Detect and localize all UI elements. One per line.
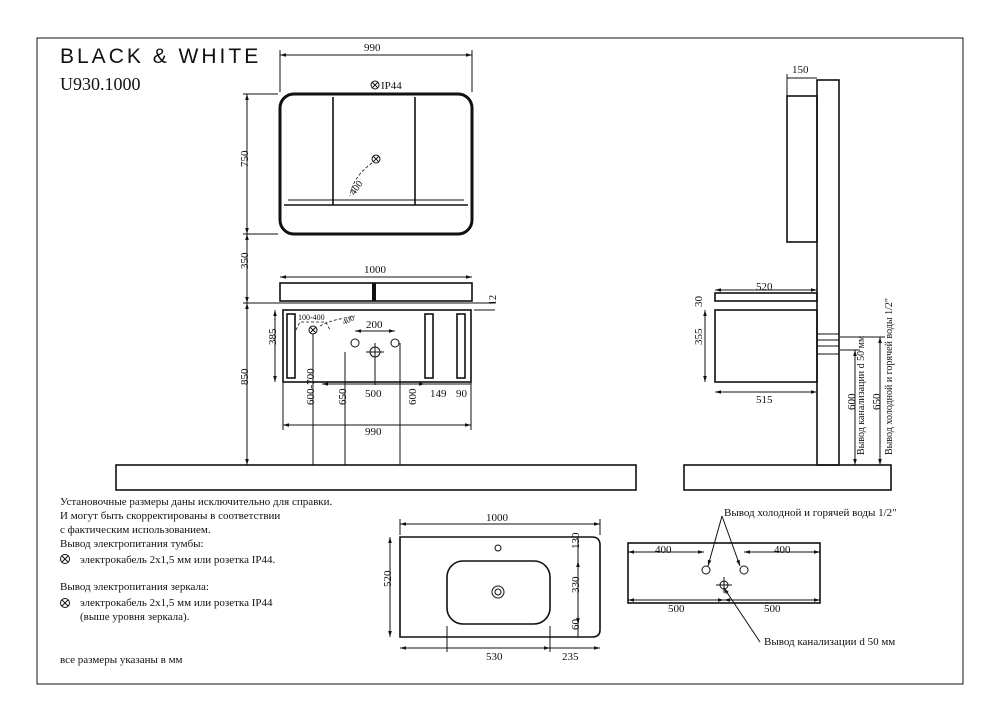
mirror-socket-icon xyxy=(371,154,381,164)
top-thickness-dim: 12 xyxy=(488,295,499,305)
top-width-dim: 1000 xyxy=(364,264,387,276)
top-view-width-dim: 1000 xyxy=(486,512,509,524)
overall-width-dim: 990 xyxy=(365,426,382,438)
wall-panel xyxy=(627,542,821,604)
basin-outline xyxy=(399,536,601,638)
side-water-height-dim: 650 xyxy=(871,393,883,410)
taps-height-dim: 600 xyxy=(407,388,419,405)
wall-left-half-dim: 500 xyxy=(668,603,685,615)
vanity-power-text: электрокабель 2х1,5 мм или розетка IP44. xyxy=(80,554,275,566)
side-drain-height-dim: 600 xyxy=(846,393,858,410)
top-view: 1000 520 130 330 60 530 235 xyxy=(382,512,601,663)
wall-hot-outlet xyxy=(739,565,749,575)
mirror-front-view: 400 IP44 990 750 xyxy=(239,42,474,236)
floor-height-dim: 850 xyxy=(239,368,251,385)
wall-connections-view: Вывод холодной и горячей воды 1/2" 400 4… xyxy=(627,507,897,648)
holes-span-dim: 500 xyxy=(365,388,382,400)
vanity-body xyxy=(282,309,472,383)
side-top-thickness-dim: 30 xyxy=(693,296,705,308)
vanity-power-title: Вывод электропитания тумбы: xyxy=(60,538,204,550)
cable-radius-label: 400 xyxy=(341,313,356,326)
drawing-frame xyxy=(36,37,964,685)
mirror-top-socket-icon xyxy=(370,80,380,90)
wall-left-offset-dim: 400 xyxy=(655,544,672,556)
wall-right-offset-dim: 400 xyxy=(774,544,791,556)
vanity-front-view: 350 1000 12 100-400 400 200 385 xyxy=(239,234,499,465)
top-view-right-offset-dim: 235 xyxy=(562,651,579,663)
gap-dim: 350 xyxy=(239,252,251,269)
mirror-power-title: Вывод электропитания зеркала: xyxy=(60,581,209,593)
wall-water-label: Вывод холодной и горячей воды 1/2" xyxy=(724,507,897,519)
note-line-1: Установочные размеры даны исключительно … xyxy=(60,496,333,508)
mirror-power-icon xyxy=(60,598,70,608)
side-water-note: Вывод холодной и горячей воды 1/2" xyxy=(884,298,895,455)
side-drain-note: Вывод канализации d 50 мм xyxy=(856,335,867,455)
bowl-width-dim: 530 xyxy=(486,651,503,663)
mirror-power-text-2: (выше уровня зеркала). xyxy=(80,611,190,623)
basin-drain xyxy=(491,585,505,599)
side-countertop xyxy=(714,292,818,302)
cable-range-label: 100-400 xyxy=(298,313,325,322)
basin-bowl xyxy=(446,560,551,625)
side-view: 150 520 30 355 515 600 650 Вывод канализ… xyxy=(683,64,895,491)
back-offset-dim: 130 xyxy=(570,532,582,549)
drain-height-dim: 650 xyxy=(337,388,349,405)
top-view-depth-dim: 520 xyxy=(382,570,394,587)
cold-water-outlet xyxy=(350,338,360,348)
taps-spacing-dim: 200 xyxy=(366,319,383,331)
installation-notes: Установочные размеры даны исключительно … xyxy=(60,496,333,666)
mirror-power-text: электрокабель 2х1,5 мм или розетка IP44 xyxy=(80,597,273,609)
side-body-height-dim: 355 xyxy=(693,328,705,345)
side-body-depth-dim: 515 xyxy=(756,394,773,406)
right-offset-dim: 149 xyxy=(430,388,447,400)
side-mirror xyxy=(786,95,818,243)
wall-cold-outlet xyxy=(701,565,711,575)
faucet-hole xyxy=(494,544,502,552)
vanity-power-icon xyxy=(60,554,70,564)
brand-logo: BLACK & WHITE xyxy=(60,45,261,68)
vanity-socket-icon xyxy=(308,325,318,335)
faucet xyxy=(372,283,376,301)
note-line-3: с фактическим использованием. xyxy=(60,524,211,536)
mirror-socket-label: IP44 xyxy=(381,80,402,92)
side-top-depth-dim: 520 xyxy=(756,281,773,293)
side-wall xyxy=(816,79,840,466)
model-number: U930.1000 xyxy=(60,74,141,94)
hot-water-outlet xyxy=(390,338,400,348)
front-offset-dim: 60 xyxy=(570,619,582,631)
units-note: все размеры указаны в мм xyxy=(60,654,183,666)
side-body xyxy=(714,309,818,383)
right-edge-dim: 90 xyxy=(456,388,468,400)
floor-slab-front xyxy=(115,464,637,491)
wall-right-half-dim: 500 xyxy=(764,603,781,615)
floor-slab-side xyxy=(683,464,892,491)
mirror-width-dim: 990 xyxy=(364,42,381,54)
mirror-radius-label: 400 xyxy=(348,179,366,198)
socket-height-dim: 600-700 xyxy=(305,368,317,405)
note-line-2: И могут быть скорректированы в соответст… xyxy=(60,510,280,522)
wall-drain-label: Вывод канализации d 50 мм xyxy=(764,636,895,648)
body-height-dim: 385 xyxy=(267,328,279,345)
mirror-height-dim: 750 xyxy=(239,150,251,167)
mirror-depth-dim: 150 xyxy=(792,64,809,76)
mirror-outline xyxy=(278,92,474,236)
bowl-depth-dim: 330 xyxy=(570,576,582,593)
